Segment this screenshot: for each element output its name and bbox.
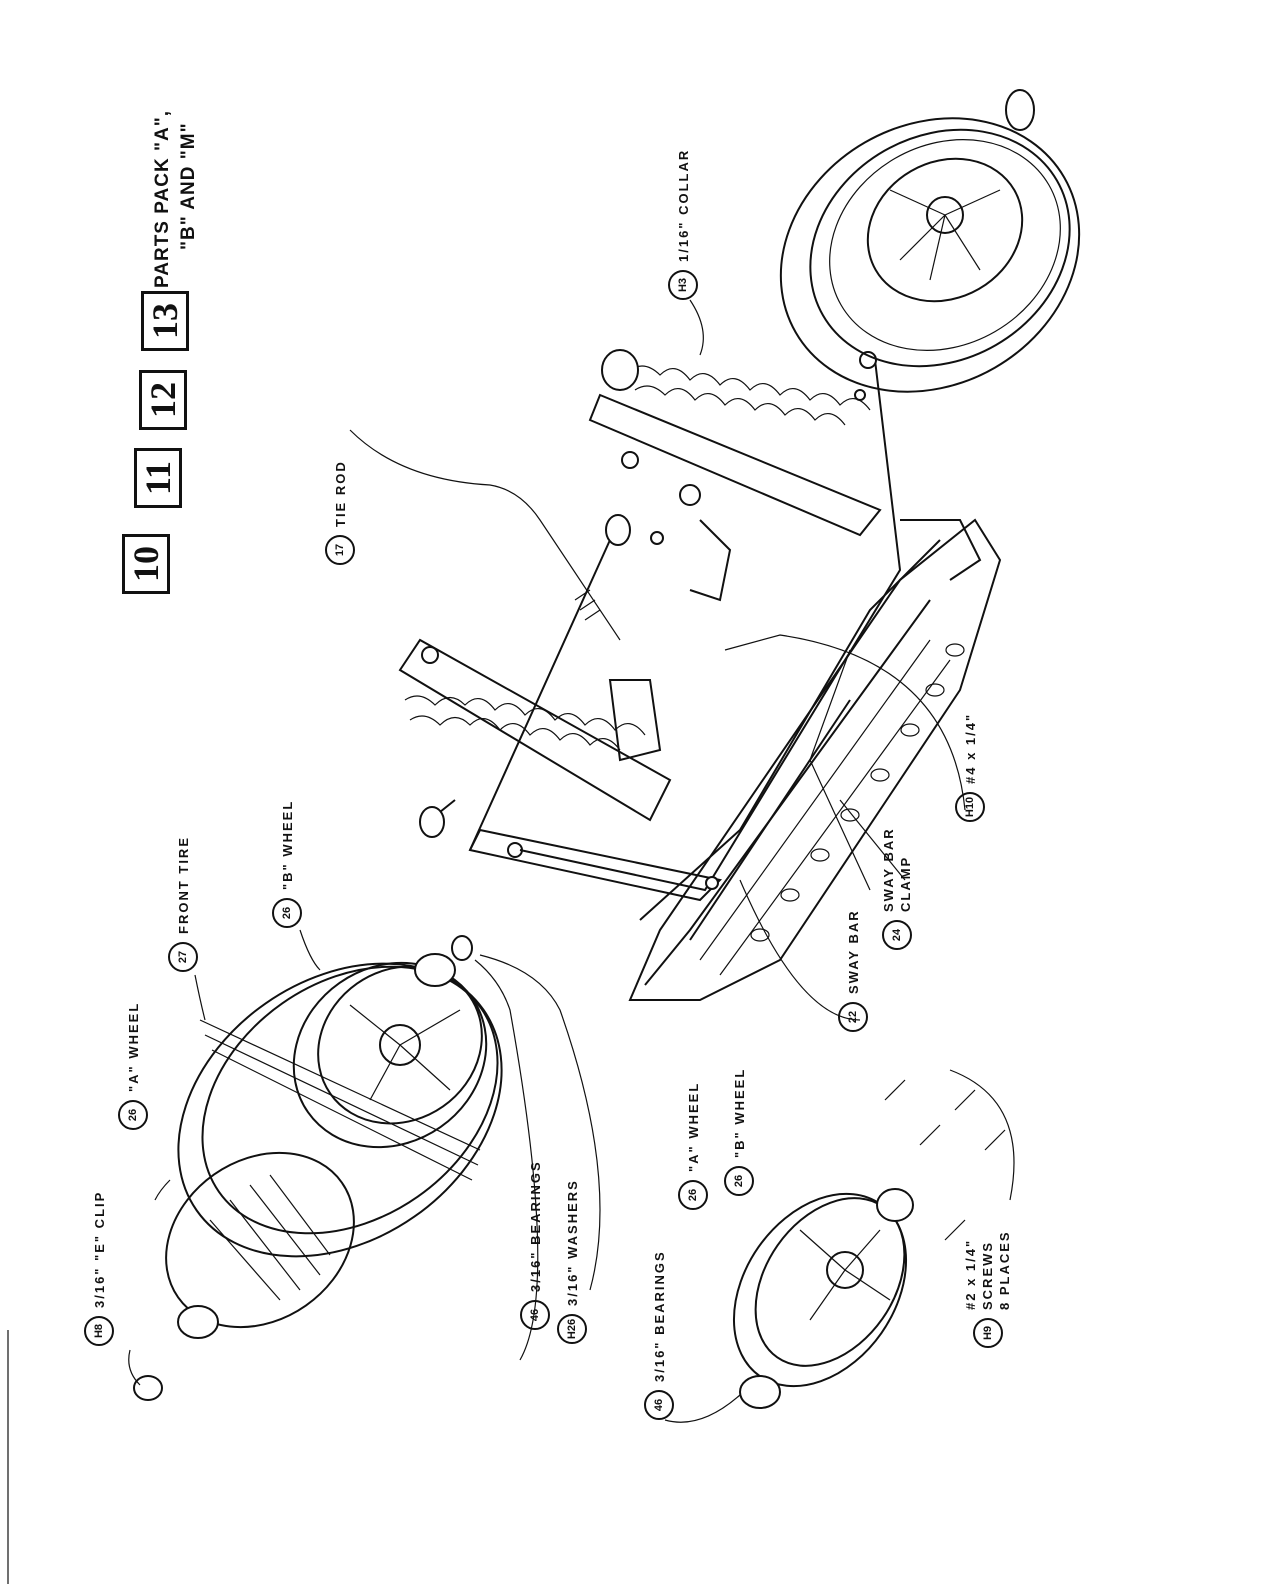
tie-rod-part (469, 514, 664, 851)
callout-screws: H9 #2 x 1/4" SCREWS 8 PLACES (962, 1230, 1013, 1348)
part-label-stack: SWAY BAR CLAMP (880, 827, 914, 912)
part-label: "A" WHEEL (685, 1081, 701, 1172)
step-number-box: 11 (134, 448, 182, 508)
part-label: 3/16" WASHERS (564, 1179, 580, 1306)
step-number: 11 (137, 460, 178, 496)
part-label-stack: #2 x 1/4" SCREWS 8 PLACES (962, 1230, 1013, 1310)
callout-e-clip: H8 3/16" "E" CLIP (84, 1191, 114, 1346)
callout-washers: H26 3/16" WASHERS (557, 1179, 587, 1344)
part-number-badge: 46 (520, 1300, 550, 1330)
callout-tie-rod: 17 TIE ROD (325, 460, 355, 565)
part-label-line: SWAY BAR (881, 827, 896, 912)
part-number-badge: H10 (955, 792, 985, 822)
part-number-badge: 17 (325, 535, 355, 565)
part-number-badge: 26 (724, 1166, 754, 1196)
part-number-badge: 46 (644, 1390, 674, 1420)
callout-b-wheel-top: 26 "B" WHEEL (272, 800, 302, 928)
front-tire-assembly (133, 935, 503, 1401)
part-label-line: 8 PLACES (997, 1230, 1012, 1310)
part-label: "A" WHEEL (125, 1001, 141, 1092)
callout-a-wheel-left: 26 "A" WHEEL (118, 1002, 148, 1130)
part-number-badge: 26 (678, 1180, 708, 1210)
part-label: FRONT TIRE (175, 836, 191, 934)
chassis-frame (628, 518, 1002, 1001)
callout-bearings-bottom: 46 3/16" BEARINGS (644, 1250, 674, 1420)
callout-front-tire: 27 FRONT TIRE (168, 836, 198, 972)
part-label: TIE ROD (332, 460, 348, 527)
front-suspension-right (588, 349, 982, 602)
right-wheel-tire (779, 89, 1081, 393)
split-wheel-assembly (732, 1079, 1006, 1409)
part-number-badge: H26 (557, 1314, 587, 1344)
callout-a-wheel-bottom: 26 "A" WHEEL (678, 1082, 708, 1210)
sway-bar-part (519, 351, 902, 892)
part-number-badge: 24 (882, 920, 912, 950)
part-label: 1/16" COLLAR (675, 148, 691, 262)
part-label: SWAY BAR (845, 909, 861, 994)
parts-pack-label: PARTS PACK "A", "B" AND "M" (150, 110, 202, 288)
part-label: 3/16" "E" CLIP (91, 1190, 107, 1308)
callout-sway-bar: 22 SWAY BAR (838, 909, 868, 1032)
part-label: 3/16" BEARINGS (651, 1250, 667, 1382)
part-number-badge: H3 (668, 270, 698, 300)
part-number-badge: H9 (972, 1318, 1003, 1348)
step-number-box: 10 (122, 534, 170, 594)
part-label-line: CLAMP (898, 855, 913, 912)
part-label: "B" WHEEL (279, 799, 295, 890)
part-label-line: #2 x 1/4" (963, 1238, 978, 1310)
callout-sway-bar-clamp: 24 SWAY BAR CLAMP (880, 827, 914, 950)
step-number: 13 (145, 303, 185, 339)
front-suspension-left (398, 638, 723, 902)
step-number-box: 12 (139, 370, 187, 430)
part-number-badge: 26 (272, 898, 302, 928)
step-number-box: 13 (141, 291, 189, 351)
leader-lines (128, 299, 1015, 1423)
part-label: 3/16" BEARINGS (527, 1160, 543, 1292)
part-number-badge: H8 (84, 1316, 114, 1346)
part-label-line: SCREWS (980, 1240, 995, 1310)
step-number: 12 (143, 382, 183, 418)
part-number-badge: 22 (838, 1002, 868, 1032)
part-number-badge: 27 (168, 942, 198, 972)
parts-pack-line2: "B" AND "M" (178, 122, 199, 250)
part-label: "B" WHEEL (731, 1067, 747, 1158)
part-number-badge: 26 (118, 1100, 148, 1130)
callout-b-wheel-bottom: 26 "B" WHEEL (724, 1068, 754, 1196)
part-label: #4 x 1/4" (962, 712, 978, 784)
callout-screw-h10: H10 #4 x 1/4" (955, 713, 985, 822)
callout-collar: H3 1/16" COLLAR (668, 149, 698, 300)
parts-pack-line1: PARTS PACK "A", (152, 110, 173, 288)
callout-bearings-top: 46 3/16" BEARINGS (520, 1160, 550, 1330)
step-number: 10 (126, 546, 166, 582)
